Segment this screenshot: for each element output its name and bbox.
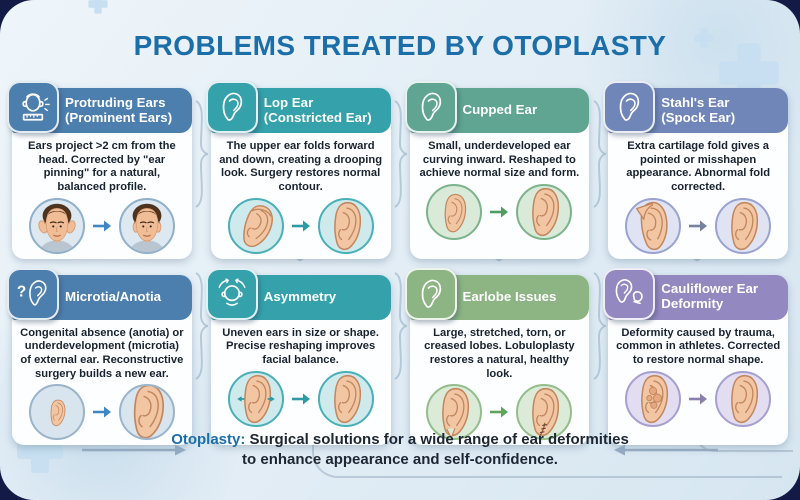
after-illustration [516, 384, 573, 441]
before-illustration [227, 197, 284, 254]
connector-brace [394, 272, 408, 380]
after-illustration [715, 197, 772, 254]
ear-icon [603, 81, 656, 133]
before-after-illustration [608, 197, 788, 259]
card-body-text: The upper ear folds forward and down, cr… [219, 140, 383, 193]
card-body-text: Extra cartilage fold gives a pointed or … [626, 140, 771, 193]
card-title: Cauliflower Ear Deformity [661, 281, 759, 312]
footer-line1: Otoplasty: Surgical solutions for a wide… [0, 430, 800, 450]
footer-line2: to enhance appearance and self-confidenc… [242, 450, 558, 468]
connector-brace [195, 100, 209, 208]
card-title: Lop Ear (Constricted Ear) [263, 94, 372, 125]
before-illustration [426, 183, 483, 240]
before-after-illustration [410, 183, 590, 245]
connector-brace [394, 100, 408, 208]
face-measure-icon [7, 81, 59, 133]
head-asymmetry-icon [205, 267, 258, 320]
ear-icon [205, 81, 258, 133]
card-title: Earlobe Issues [462, 288, 557, 304]
card-body-text: Ears project >2 cm from the head. Correc… [28, 140, 176, 193]
ear-question-icon: ? [7, 267, 59, 320]
medical-cross-icon [88, 0, 108, 14]
before-after-illustration [211, 370, 391, 432]
before-after-arrow-icon [489, 405, 509, 419]
card-body-text: Uneven ears in size or shape. Precise re… [222, 326, 379, 366]
page-title: PROBLEMS TREATED BY OTOPLASTY [133, 30, 667, 61]
before-illustration [426, 384, 483, 441]
before-illustration [28, 384, 85, 441]
ear-icon [404, 81, 457, 133]
card-body-text: Deformity caused by trauma, common in at… [616, 326, 781, 366]
before-after-illustration [12, 197, 192, 259]
ear-boxing-glove-icon [603, 267, 656, 320]
footer-arrow-right-icon [614, 444, 718, 456]
footer-line1-text: Surgical solutions for a wide range of e… [249, 431, 629, 448]
connector-brace [593, 100, 607, 208]
card-body-text: Congenital absence (anotia) or underdeve… [20, 326, 184, 380]
card-stahls-ear: Stahl's Ear (Spock Ear) Extra cartilage … [603, 81, 788, 259]
before-after-illustration [410, 384, 590, 445]
card-microtia-anotia: ? Microtia/Anotia Congenital absence (an… [7, 267, 192, 446]
before-after-arrow-icon [688, 392, 708, 406]
card-earlobe-issues: Earlobe Issues Large, stretched, torn, o… [404, 267, 590, 446]
card-asymmetry: Asymmetry Uneven ears in size or shape. … [205, 267, 391, 446]
before-after-arrow-icon [291, 219, 311, 233]
cards-grid: Protruding Ears (Prominent Ears) Ears pr… [7, 81, 788, 446]
before-after-arrow-icon [92, 219, 112, 233]
before-after-arrow-icon [291, 392, 311, 406]
medical-cross-icon [694, 28, 714, 48]
after-illustration [715, 370, 772, 427]
card-body-text: Small, underdeveloped ear curving inward… [419, 140, 580, 180]
card-title: Microtia/Anotia [65, 288, 162, 304]
ear-icon [404, 267, 457, 320]
before-after-illustration [608, 370, 788, 432]
card-lop-ear: Lop Ear (Constricted Ear) The upper ear … [205, 81, 391, 259]
before-after-illustration [211, 197, 391, 259]
after-illustration [118, 197, 175, 254]
after-illustration [516, 183, 573, 240]
before-after-arrow-icon [688, 219, 708, 233]
before-illustration [625, 370, 682, 427]
card-title: Cupped Ear [462, 102, 538, 118]
before-illustration [28, 197, 85, 254]
before-after-arrow-icon [92, 405, 112, 419]
connector-brace [195, 272, 209, 380]
before-after-illustration [12, 384, 192, 445]
before-after-arrow-icon [489, 205, 509, 219]
decorative-outline [312, 440, 782, 478]
card-title: Asymmetry [263, 288, 337, 304]
svg-text:?: ? [17, 283, 26, 300]
card-cupped-ear: Cupped Ear Small, underdeveloped ear cur… [404, 81, 590, 259]
card-cauliflower-ear: Cauliflower Ear Deformity Deformity caus… [603, 267, 788, 446]
footer-arrow-left-icon [82, 444, 186, 456]
after-illustration [317, 197, 374, 254]
after-illustration [118, 384, 175, 441]
before-illustration [227, 370, 284, 427]
before-illustration [625, 197, 682, 254]
card-title: Protruding Ears (Prominent Ears) [65, 94, 173, 125]
card-protruding-ears: Protruding Ears (Prominent Ears) Ears pr… [7, 81, 192, 259]
after-illustration [317, 370, 374, 427]
card-title: Stahl's Ear (Spock Ear) [661, 94, 736, 125]
footer-text: Otoplasty: Surgical solutions for a wide… [0, 430, 800, 469]
footer-lead: Otoplasty: [171, 431, 246, 448]
card-body-text: Large, stretched, torn, or creased lobes… [424, 326, 575, 380]
connector-brace [593, 272, 607, 380]
